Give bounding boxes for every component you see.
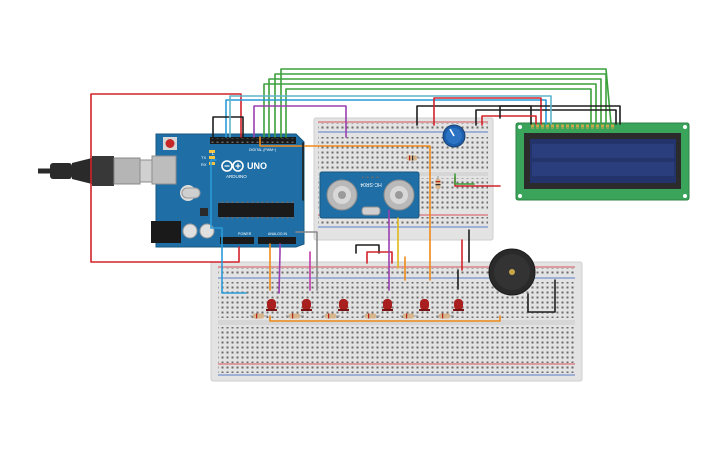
led-3 bbox=[338, 299, 349, 311]
potentiometer[interactable] bbox=[442, 124, 466, 148]
wire-green-pot bbox=[454, 173, 475, 185]
wire-orange-top bbox=[259, 136, 431, 281]
led-2 bbox=[301, 299, 312, 311]
power-header bbox=[220, 237, 254, 244]
power-jack bbox=[151, 221, 181, 243]
rx-label: RX bbox=[201, 162, 207, 167]
wire-black-lcd-3 bbox=[499, 105, 621, 125]
wire-red-lcd-2 bbox=[481, 115, 537, 126]
led-1 bbox=[266, 299, 277, 311]
usb-cable bbox=[38, 156, 159, 186]
wire-blue-led bbox=[210, 159, 247, 294]
wire-blue-lcd bbox=[225, 99, 547, 138]
resistor-3 bbox=[322, 313, 340, 319]
lcd-display bbox=[515, 122, 690, 201]
wire-purple-led bbox=[278, 243, 281, 294]
led-row bbox=[266, 299, 464, 311]
resistor-4 bbox=[362, 313, 380, 319]
power-label: POWER bbox=[238, 232, 252, 236]
resistor-small-2 bbox=[435, 176, 441, 192]
ultrasonic-sensor: HC-SR04 bbox=[319, 171, 420, 219]
wire-orange-rail bbox=[269, 315, 501, 322]
wire-purple-sensor bbox=[253, 105, 347, 138]
resistor-small-1 bbox=[404, 155, 420, 161]
wire-black-top bbox=[212, 116, 244, 138]
led-4 bbox=[382, 299, 393, 311]
wire-green-4 bbox=[280, 68, 612, 138]
tx-label: TX bbox=[201, 155, 206, 160]
atmega-chip bbox=[218, 203, 294, 217]
led-5 bbox=[419, 299, 430, 311]
l-label: L bbox=[212, 151, 215, 156]
uno-label: UNO bbox=[247, 161, 267, 171]
wire-green-1 bbox=[263, 83, 597, 138]
resistor-row bbox=[250, 313, 454, 319]
sensor-model-label: HC-SR04 bbox=[360, 181, 382, 187]
reset-button[interactable] bbox=[165, 139, 175, 148]
usb-port bbox=[151, 155, 177, 185]
analog-header bbox=[258, 237, 296, 244]
resistor-5 bbox=[400, 313, 418, 319]
arduino-logo-text: ARDUINO bbox=[226, 174, 247, 179]
resistor-6 bbox=[436, 313, 454, 319]
wire-black-bb-1 bbox=[355, 244, 380, 254]
resistor-2 bbox=[286, 313, 304, 319]
wire-black-lcd-2 bbox=[475, 109, 617, 126]
wire-black-lcd-1 bbox=[416, 105, 532, 126]
lcd-pin-header bbox=[530, 124, 614, 129]
arduino-uno: L TX RX ARDUINO UNO DIGITAL (PWM~) POWER… bbox=[151, 133, 305, 248]
wire-gray bbox=[295, 231, 318, 291]
wire-red-lcd-1 bbox=[433, 97, 542, 126]
wire-teal-lcd bbox=[229, 95, 552, 138]
digital-label: DIGITAL (PWM~) bbox=[249, 148, 276, 152]
wire-red-bb-1 bbox=[366, 251, 393, 264]
large-breadboard bbox=[210, 261, 583, 382]
wire-green-2 bbox=[268, 78, 602, 138]
wires bbox=[90, 68, 621, 322]
arduino-logo bbox=[221, 160, 244, 172]
led-6 bbox=[453, 299, 464, 311]
wire-red-loop bbox=[90, 93, 242, 263]
resistor-1 bbox=[250, 313, 268, 319]
piezo-buzzer bbox=[488, 248, 536, 296]
analog-in-label: ANALOG IN bbox=[268, 232, 288, 236]
wire-black-buzzer bbox=[527, 279, 556, 313]
